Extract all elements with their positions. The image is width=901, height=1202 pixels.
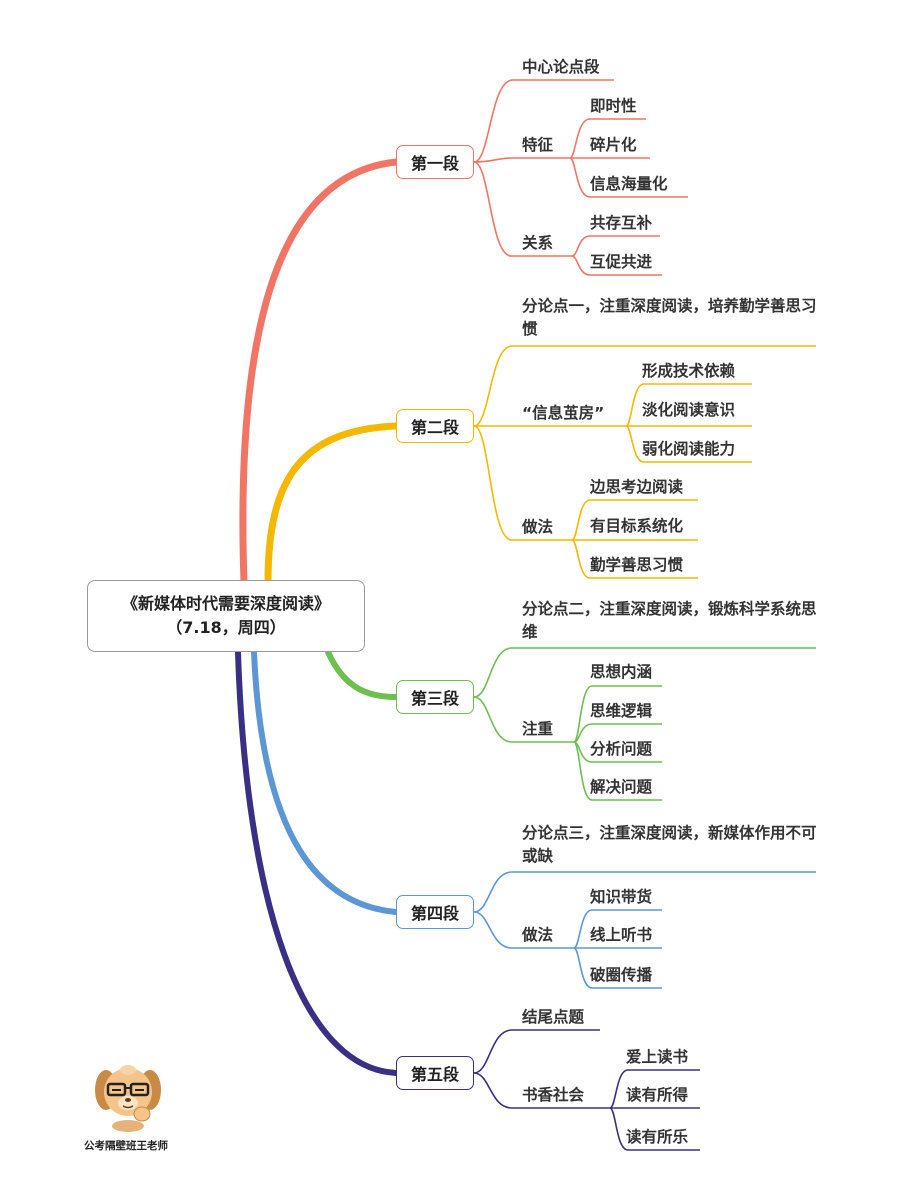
root-subtitle: （7.18，周四） — [166, 618, 286, 637]
section-node-2[interactable]: 第二段 — [396, 409, 474, 443]
s3-zhuzhong-3[interactable]: 分析问题 — [590, 740, 653, 758]
s1-guanxi-1[interactable]: 共存互补 — [590, 214, 653, 232]
s1-tezheng-2[interactable]: 碎片化 — [590, 136, 637, 154]
s3-zhuzhong[interactable]: 注重 — [522, 720, 554, 738]
s4-zuofa-3[interactable]: 破圈传播 — [590, 966, 653, 984]
s1-guanxi-2[interactable]: 互促共进 — [590, 253, 653, 271]
s3-zhuzhong-4[interactable]: 解决问题 — [590, 778, 653, 796]
s2-xinxi-2[interactable]: 淡化阅读意识 — [642, 401, 736, 419]
s3-main-point[interactable]: 分论点二，注重深度阅读，锻炼科学系统思维 — [522, 600, 817, 641]
root-topic[interactable]: 《新媒体时代需要深度阅读》 （7.18，周四） — [87, 580, 365, 652]
s1-tezheng[interactable]: 特征 — [522, 136, 554, 154]
trunk-sec3 — [325, 649, 399, 700]
s2-xinxi-jianfang[interactable]: “信息茧房” — [522, 404, 605, 422]
s1-main-point[interactable]: 中心论点段 — [522, 58, 600, 76]
s5-shuxiang-2[interactable]: 读有所得 — [626, 1086, 689, 1104]
s5-shuxiang[interactable]: 书香社会 — [522, 1086, 585, 1104]
trunk-sec1 — [239, 158, 400, 586]
section-node-1[interactable]: 第一段 — [396, 145, 474, 179]
section-node-4[interactable]: 第四段 — [396, 895, 474, 929]
s1-tezheng-3[interactable]: 信息海量化 — [590, 175, 668, 193]
author-credit: 公考隔壁班王老师 — [84, 1140, 168, 1152]
s3-zhuzhong-2[interactable]: 思维逻辑 — [590, 702, 653, 720]
trunk-sec4 — [251, 649, 399, 915]
trunk-sec2 — [264, 422, 400, 586]
s4-zuofa-1[interactable]: 知识带货 — [590, 888, 653, 906]
s2-zuofa[interactable]: 做法 — [522, 518, 554, 536]
s2-zuofa-3[interactable]: 勤学善思习惯 — [590, 556, 684, 574]
s1-tezheng-1[interactable]: 即时性 — [590, 97, 637, 115]
s2-main-point[interactable]: 分论点一，注重深度阅读，培养勤学善思习惯 — [522, 297, 817, 338]
s2-zuofa-2[interactable]: 有目标系统化 — [590, 517, 684, 535]
s2-zuofa-1[interactable]: 边思考边阅读 — [590, 478, 684, 496]
s2-xinxi-3[interactable]: 弱化阅读能力 — [642, 440, 736, 458]
trunk-sec5 — [235, 649, 399, 1076]
s2-xinxi-1[interactable]: 形成技术依赖 — [642, 362, 736, 380]
section-node-3[interactable]: 第三段 — [396, 680, 474, 714]
s4-zuofa[interactable]: 做法 — [522, 926, 554, 944]
s5-shuxiang-3[interactable]: 读有所乐 — [626, 1128, 689, 1146]
s3-zhuzhong-1[interactable]: 思想内涵 — [590, 663, 653, 681]
s4-main-point[interactable]: 分论点三，注重深度阅读，新媒体作用不可或缺 — [522, 824, 817, 865]
s5-main-point[interactable]: 结尾点题 — [522, 1008, 585, 1026]
s1-guanxi[interactable]: 关系 — [522, 234, 554, 252]
s4-zuofa-2[interactable]: 线上听书 — [590, 926, 653, 944]
section-node-5[interactable]: 第五段 — [396, 1056, 474, 1090]
root-title: 《新媒体时代需要深度阅读》 — [121, 594, 330, 613]
dog-mascot-icon — [95, 1065, 161, 1132]
s5-shuxiang-1[interactable]: 爱上读书 — [626, 1048, 689, 1066]
